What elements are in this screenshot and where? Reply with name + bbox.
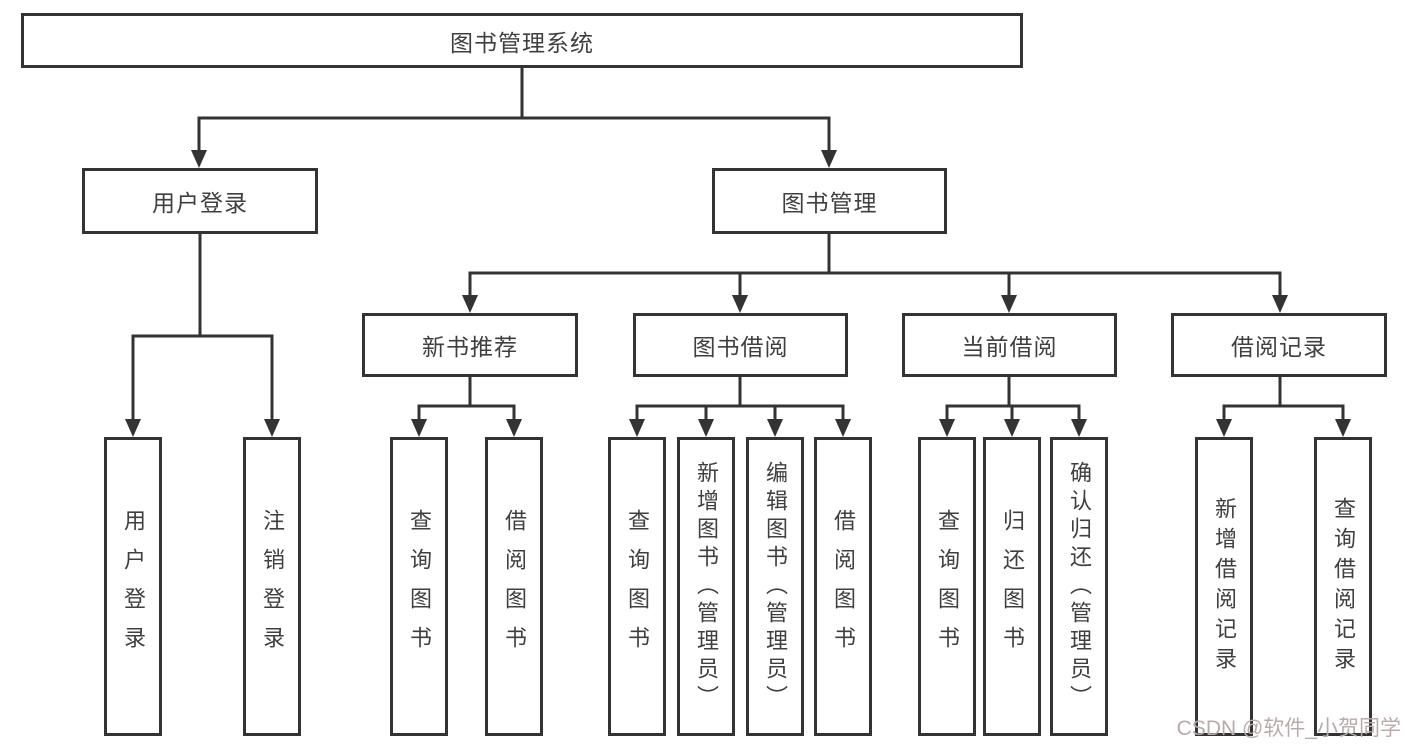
node-label: 确认归还（管理员） (1067, 460, 1092, 713)
arrowhead-icon (1216, 419, 1232, 437)
node-label: 查询图书 (407, 508, 432, 665)
node-user-login: 用户登录 (82, 168, 318, 234)
leaf-borrow-book: 借阅图书 (814, 437, 872, 736)
arrowhead-icon (411, 419, 427, 437)
node-label: 编辑图书（管理员） (763, 460, 788, 713)
node-label: 查询图书 (625, 508, 650, 665)
arrowhead-icon (939, 419, 955, 437)
leaf-query-book-borrow: 查询图书 (608, 437, 666, 736)
node-book-management: 图书管理 (712, 168, 947, 234)
leaf-query-book-recommend: 查询图书 (390, 437, 448, 736)
connector-bookmgmt-children (468, 234, 1282, 299)
arrowhead-icon (191, 150, 207, 168)
leaf-user-login: 用户登录 (104, 437, 162, 736)
leaf-return-book: 归还图书 (983, 437, 1041, 736)
arrowhead-icon (821, 150, 837, 168)
node-label: 新书推荐 (422, 334, 518, 360)
leaf-borrow-book-recommend: 借阅图书 (485, 437, 543, 736)
node-label: 新增图书（管理员） (694, 460, 719, 713)
arrowhead-icon (264, 419, 280, 437)
node-current-borrow: 当前借阅 (902, 313, 1117, 377)
connector-userlogin-children (131, 234, 274, 423)
arrowhead-icon (506, 419, 522, 437)
watermark: CSDN @软件_小贺同学 (1176, 717, 1401, 740)
node-label: 查询图书 (935, 508, 960, 665)
node-label: 用户登录 (121, 508, 146, 665)
leaf-logout: 注销登录 (243, 437, 301, 736)
node-label: 当前借阅 (961, 334, 1058, 360)
node-label: 图书管理系统 (450, 29, 594, 56)
node-label: 查询借阅记录 (1331, 496, 1356, 677)
arrowhead-icon (1272, 295, 1288, 313)
leaf-edit-book-admin: 编辑图书（管理员） (746, 437, 804, 736)
arrowhead-icon (125, 419, 141, 437)
arrowhead-icon (1071, 419, 1087, 437)
arrowhead-icon (1001, 295, 1017, 313)
arrowhead-icon (1004, 419, 1020, 437)
node-borrow-records: 借阅记录 (1171, 313, 1387, 377)
node-label: 新增借阅记录 (1212, 496, 1237, 677)
node-label: 图书管理 (781, 190, 878, 216)
leaf-query-borrow-record: 查询借阅记录 (1314, 437, 1372, 736)
arrowhead-icon (835, 419, 851, 437)
node-label: 归还图书 (1000, 508, 1025, 665)
arrowhead-icon (698, 419, 714, 437)
node-label: 借阅记录 (1231, 334, 1327, 360)
arrowhead-icon (1335, 419, 1351, 437)
connector-records-children (1222, 377, 1345, 423)
leaf-confirm-return-admin: 确认归还（管理员） (1050, 437, 1108, 736)
connector-paths (131, 68, 1345, 423)
node-label: 用户登录 (152, 190, 248, 216)
node-root-library-system: 图书管理系统 (21, 13, 1023, 68)
node-new-book-recommend: 新书推荐 (362, 313, 578, 377)
connector-newbook-children (417, 377, 516, 423)
arrowhead-icon (629, 419, 645, 437)
node-label: 借阅图书 (502, 508, 527, 665)
arrowhead-icon (462, 295, 478, 313)
node-label: 借阅图书 (831, 508, 856, 665)
arrowhead-icon (767, 419, 783, 437)
arrowhead-icon (732, 295, 748, 313)
node-label: 注销登录 (260, 508, 285, 665)
connector-bookborrow-children (635, 377, 845, 423)
leaf-add-book-admin: 新增图书（管理员） (677, 437, 735, 736)
node-book-borrow: 图书借阅 (633, 313, 848, 377)
connector-root-to-level2 (197, 68, 831, 154)
connector-currentborrow-children (945, 377, 1081, 423)
leaf-add-borrow-record: 新增借阅记录 (1195, 437, 1253, 736)
arrowheads (125, 150, 1351, 437)
node-label: 图书借阅 (692, 334, 789, 360)
leaf-query-book-current: 查询图书 (918, 437, 976, 736)
